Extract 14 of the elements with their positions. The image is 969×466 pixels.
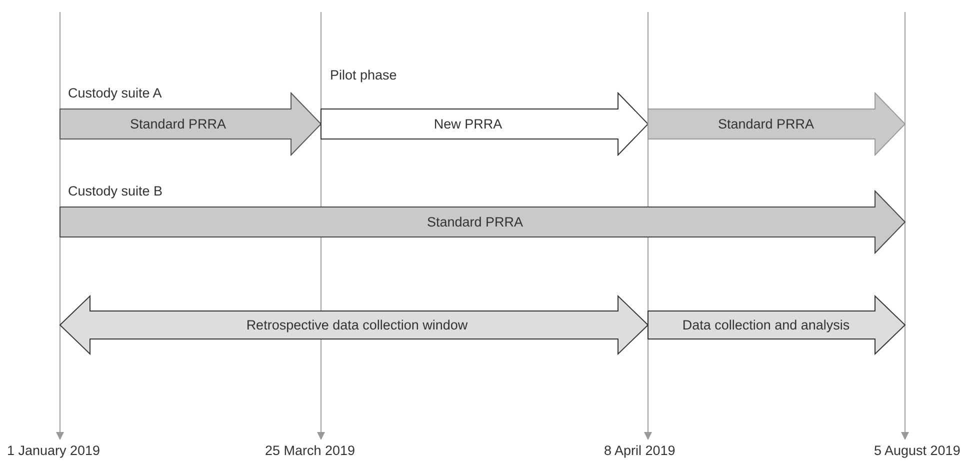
- phase-label: New PRRA: [434, 116, 502, 132]
- date-label: 8 April 2019: [604, 441, 676, 461]
- date-label: 25 March 2019: [265, 441, 356, 461]
- phase-label: Standard PRRA: [426, 214, 524, 230]
- date-label: 5 August 2019: [874, 441, 960, 461]
- phase-label: Data collection and analysis: [682, 318, 850, 332]
- phase-label: Standard PRRA: [718, 116, 814, 132]
- row-label: Pilot phase: [330, 68, 397, 82]
- timeline-marker-arrow: [901, 12, 909, 440]
- date-label: 1 January 2019: [7, 441, 100, 461]
- row-label: Custody suite B: [68, 184, 163, 198]
- row-label: Custody suite A: [68, 86, 162, 100]
- phase-label: Retrospective data collection window: [246, 318, 468, 332]
- phase-label: Standard PRRA: [130, 116, 226, 132]
